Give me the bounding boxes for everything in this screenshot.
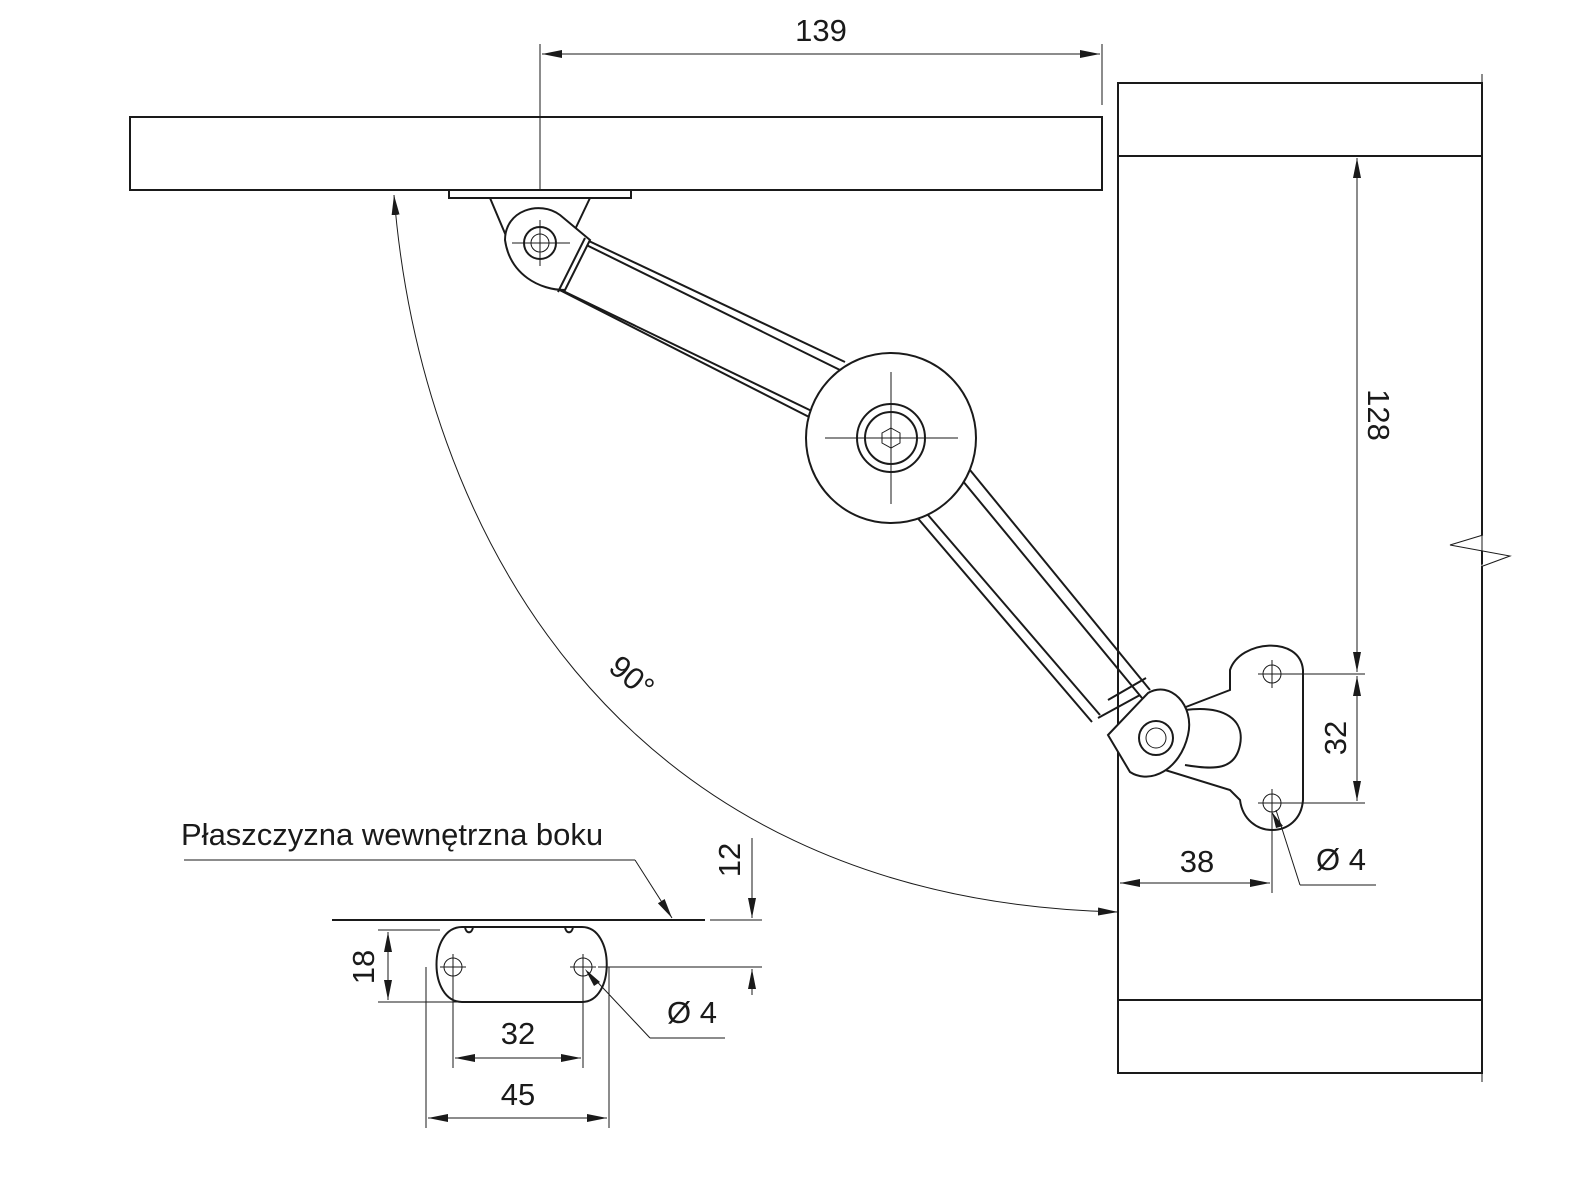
mounting-plate-detail: Płaszczyzna wewnętrzna boku 12 18 32: [181, 817, 762, 1128]
inner-plane-label: Płaszczyzna wewnętrzna boku: [181, 817, 603, 852]
lid-stay-mechanism: [489, 197, 1304, 831]
side-panel: [1117, 74, 1512, 1082]
dimension-bracket-hole-diameter: Ø 4: [1272, 809, 1376, 886]
dimension-label-d4-bracket: Ø 4: [1316, 842, 1366, 877]
dimension-lid-offset: 139: [539, 13, 1103, 190]
dimension-label-d4-plate: Ø 4: [667, 995, 717, 1030]
dimension-bracket-from-edge: 38: [1120, 812, 1273, 893]
dimension-label-32-plate: 32: [501, 1016, 535, 1051]
angle-label-90: 90°: [603, 648, 661, 705]
angle-arc-90: 90°: [391, 194, 1119, 916]
dimension-label-45: 45: [501, 1077, 535, 1112]
dimension-bracket-pitch: 32: [1280, 676, 1365, 804]
dimension-hole-spacing: 128: [1280, 158, 1396, 675]
dimension-label-32-bracket: 32: [1318, 721, 1353, 755]
dimension-label-12: 12: [712, 843, 747, 877]
dimension-label-18: 18: [346, 950, 381, 984]
dimension-label-38: 38: [1180, 844, 1214, 879]
lid-board: [129, 116, 1103, 199]
dimension-label-139: 139: [795, 13, 847, 48]
dimension-label-128: 128: [1361, 389, 1396, 441]
